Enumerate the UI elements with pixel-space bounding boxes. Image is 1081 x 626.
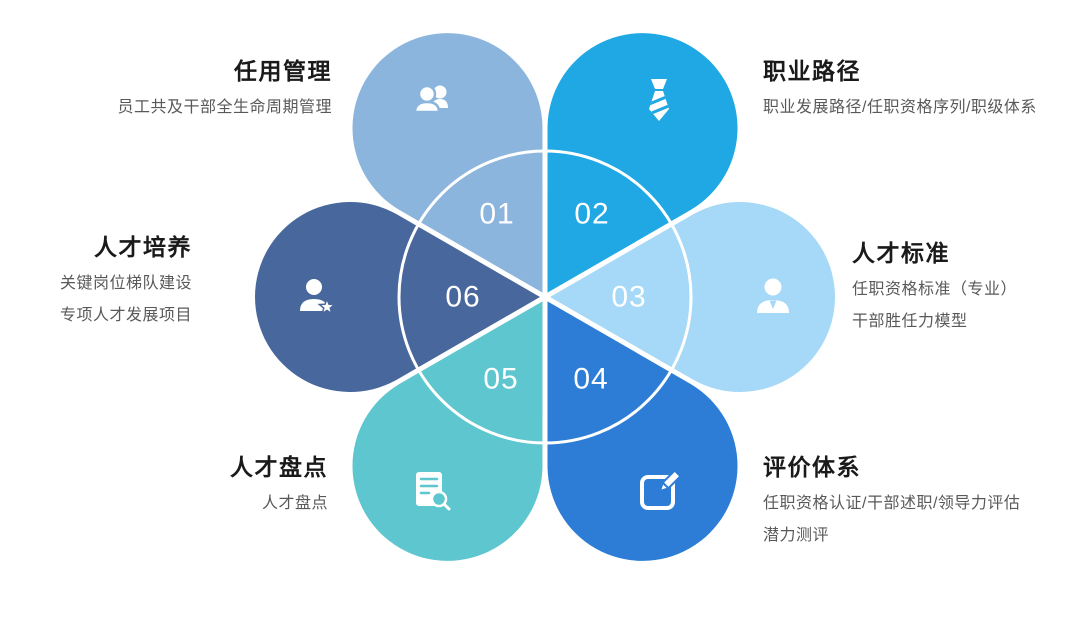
petal-06-label: 人才培养 关键岗位梯队建设 专项人才发展项目: [60, 232, 192, 332]
petal-06-subtitle-1: 关键岗位梯队建设: [59, 275, 192, 292]
petal-02-shape: [547, 33, 738, 293]
person-star-icon: [300, 279, 337, 316]
petal-02-label: 职业路径 职业发展路径/任职资格序列/职级体系: [763, 56, 1037, 124]
report-search-icon: [416, 472, 451, 511]
petal-03-label: 人才标准 任职资格标准（专业） 干部胜任力模型: [852, 238, 1017, 338]
petal-02-number: 02: [574, 198, 609, 231]
petal-05-label: 人才盘点 人才盘点: [230, 452, 328, 520]
edit-icon: [640, 469, 682, 510]
petal-04-label: 评价体系 任职资格认证/干部述职/领导力评估 潜力测评: [763, 452, 1020, 552]
tie-icon: [649, 79, 669, 121]
petal-05-subtitle-1: 人才盘点: [261, 495, 328, 512]
petal-03-number: 03: [611, 281, 646, 314]
petal-02-subtitle-1: 职业发展路径/任职资格序列/职级体系: [763, 99, 1037, 116]
petal-03-title: 人才标准: [852, 240, 950, 266]
petal-06-number: 06: [445, 281, 480, 314]
petal-01-label: 任用管理 员工共及干部全生命周期管理: [117, 56, 332, 124]
petal-05-shape: [352, 301, 543, 561]
petal-01-shape: [352, 33, 543, 293]
petal-02-title: 职业路径: [763, 58, 861, 84]
petal-04-subtitle-2: 潜力测评: [763, 527, 830, 544]
petal-04-title: 评价体系: [763, 454, 861, 480]
person-icon: [757, 278, 789, 313]
petal-03-subtitle-1: 任职资格标准（专业）: [852, 281, 1018, 298]
petal-01-subtitle-1: 员工共及干部全生命周期管理: [117, 99, 332, 116]
petal-05-number: 05: [483, 363, 518, 396]
petal-03-subtitle-2: 干部胜任力模型: [852, 313, 968, 330]
petal-06-subtitle-2: 专项人才发展项目: [59, 307, 192, 324]
users-icon: [413, 84, 448, 114]
petal-01-number: 01: [479, 198, 514, 231]
center-ring: [397, 149, 693, 445]
petal-04-subtitle-1: 任职资格认证/干部述职/领导力评估: [763, 495, 1021, 512]
petal-05-title: 人才盘点: [230, 454, 328, 480]
petal-04-number: 04: [573, 363, 608, 396]
petal-06-title: 人才培养: [94, 234, 192, 260]
petal-01-title: 任用管理: [234, 58, 332, 84]
petal-04-shape: [547, 301, 738, 561]
